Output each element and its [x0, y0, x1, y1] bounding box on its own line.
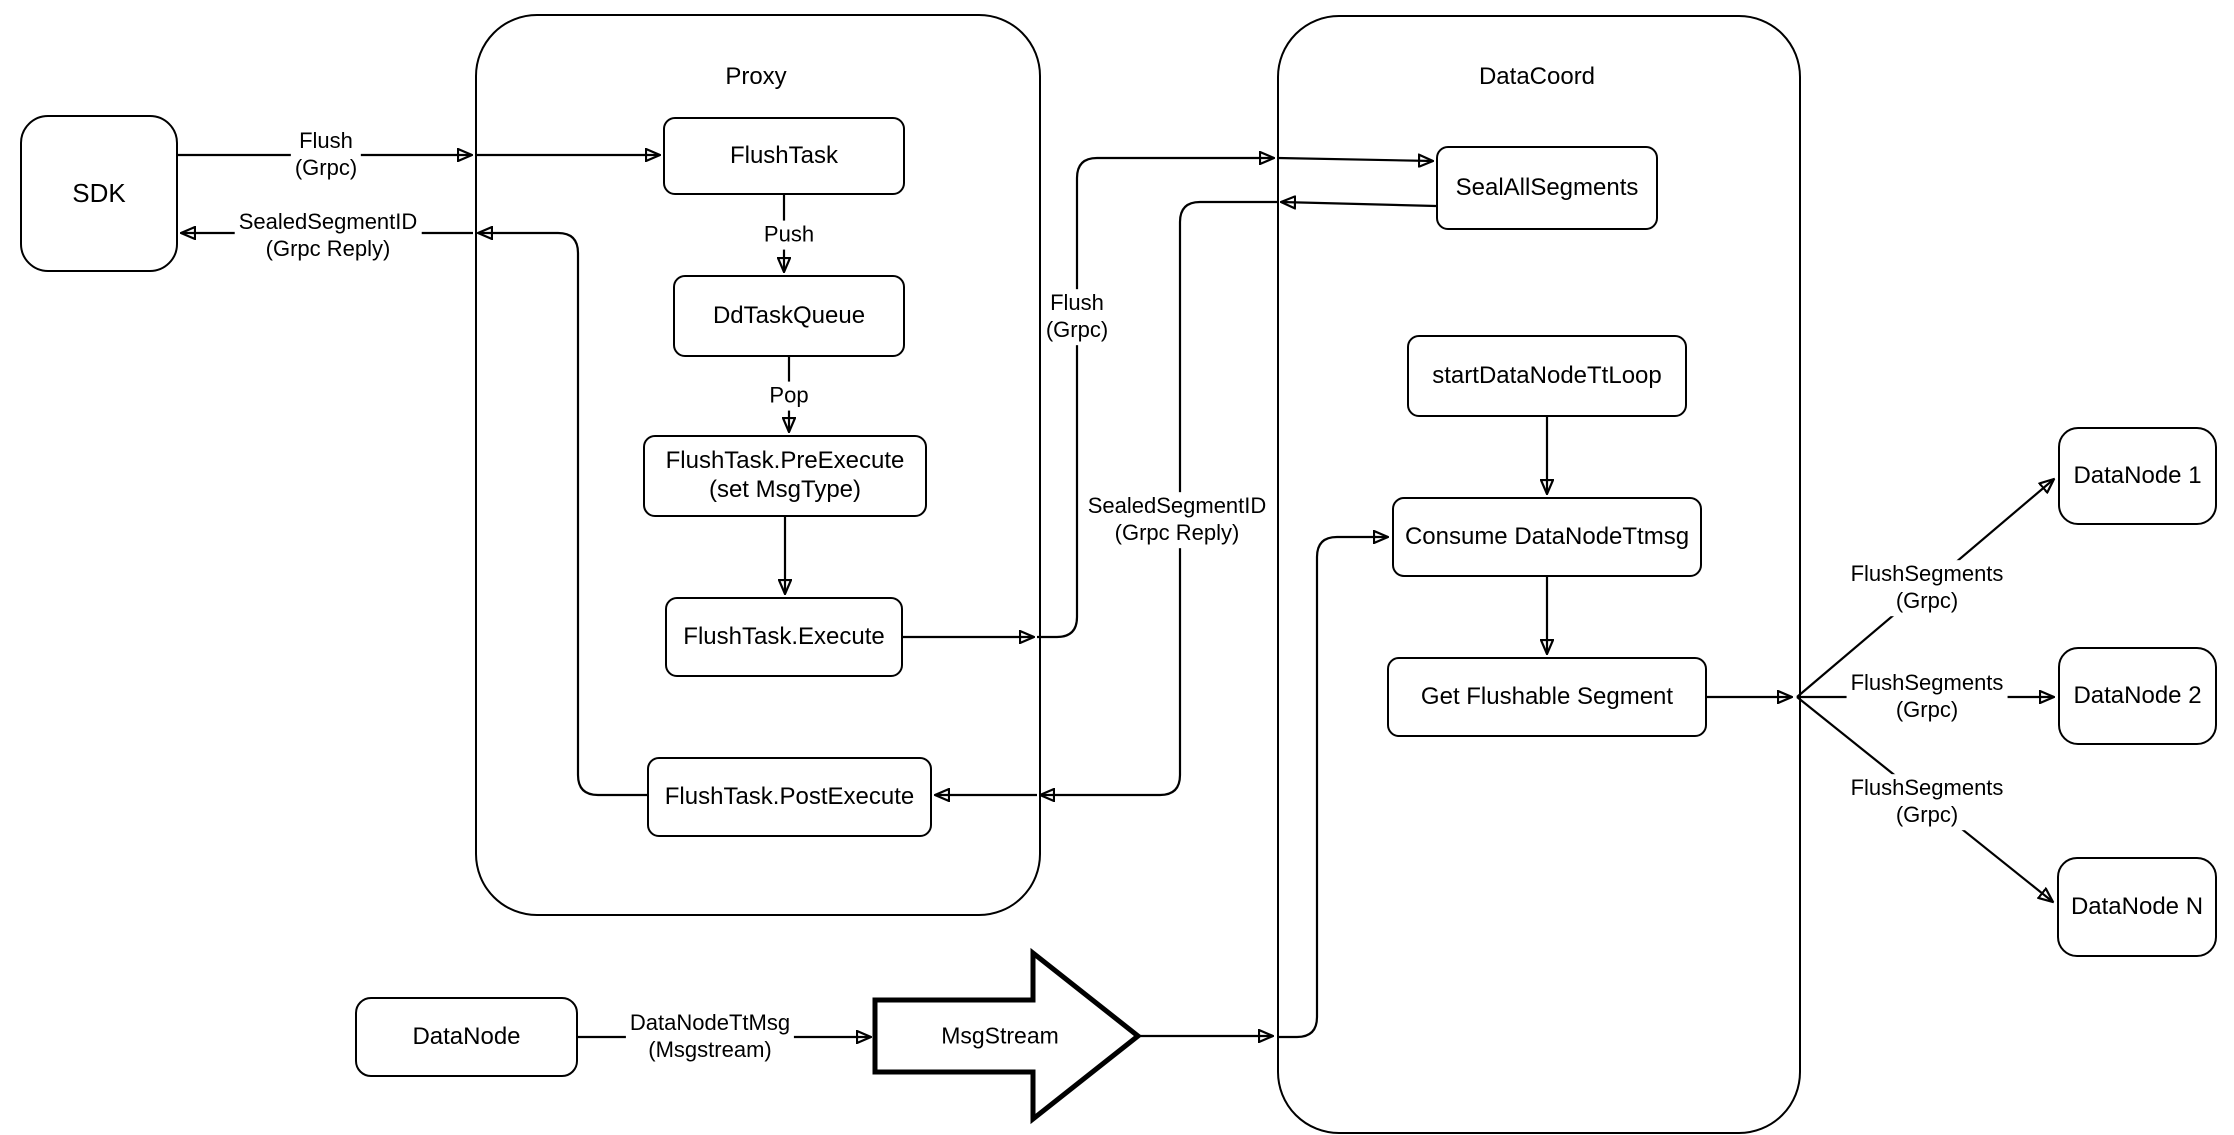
node-label-line1: FlushTask.PreExecute	[665, 447, 905, 475]
edge-label-line2: (Grpc)	[1895, 697, 1959, 722]
datacoord-container	[1277, 15, 1801, 1134]
edge-label-datanodettmsg: DataNodeTtMsg (Msgstream)	[625, 1009, 795, 1065]
node-datanode-2: DataNode 2	[2058, 647, 2217, 745]
msgstream-label: MsgStream	[941, 1022, 1059, 1049]
edge-label-line2: (Grpc Reply)	[265, 236, 391, 261]
edge-proxyedge-up-to-datacoord	[1037, 158, 1274, 639]
edge-label-line2: (Grpc)	[1895, 588, 1959, 613]
proxy-container	[475, 14, 1041, 916]
edge-label-line2: (Grpc Reply)	[1114, 520, 1240, 545]
node-label: Consume DataNodeTtmsg	[1404, 522, 1690, 550]
edge-label-line1: FlushSegments	[1850, 775, 2004, 801]
node-flushtask-execute: FlushTask.Execute	[665, 597, 903, 677]
node-startdatanodettloop: startDataNodeTtLoop	[1407, 335, 1687, 417]
node-label: SDK	[72, 177, 126, 208]
node-label: FlushTask.Execute	[683, 622, 885, 650]
node-label: DataNode 2	[2073, 681, 2202, 709]
node-label-line2: (set MsgType)	[708, 476, 862, 503]
edge-label-line1: Flush	[1050, 290, 1104, 316]
edge-datacoordedge-up-to-consume	[1277, 537, 1388, 1039]
edge-label-flushsegments-1: FlushSegments (Grpc)	[1846, 560, 2008, 616]
edge-sealall-to-datacoordedge	[1281, 202, 1437, 206]
edge-label-line1: Pop	[769, 382, 809, 408]
edge-datacoordedge-to-sealall	[1277, 158, 1433, 161]
edge-label-flush-mid: Flush (Grpc)	[1041, 289, 1113, 345]
edge-label-line1: SealedSegmentID	[1087, 493, 1267, 519]
edge-label-flushsegments-2: FlushSegments (Grpc)	[1846, 669, 2008, 725]
edge-label-sealedsegmentid-mid: SealedSegmentID (Grpc Reply)	[1083, 492, 1271, 548]
edge-label-line2: (Grpc)	[1895, 802, 1959, 827]
proxy-title: Proxy	[725, 63, 787, 90]
node-sealallsegments: SealAllSegments	[1436, 146, 1658, 230]
edge-label-line1: FlushSegments	[1850, 670, 2004, 696]
edge-label-flush-sdk: Flush (Grpc)	[290, 127, 362, 183]
node-ddtaskqueue: DdTaskQueue	[673, 275, 905, 357]
edge-label-sealedsegmentid-sdk: SealedSegmentID (Grpc Reply)	[234, 208, 422, 264]
node-label: DataNode 1	[2073, 461, 2202, 489]
node-datanode-n: DataNode N	[2057, 857, 2217, 957]
edge-postexecute-to-proxyedge	[478, 233, 647, 797]
edge-label-pop: Pop	[765, 381, 813, 411]
node-label: DataNode	[412, 1022, 521, 1050]
node-datanode-source: DataNode	[355, 997, 578, 1077]
node-label: startDataNodeTtLoop	[1432, 361, 1662, 389]
edge-label-flushsegments-3: FlushSegments (Grpc)	[1846, 774, 2008, 830]
node-label: DataNode N	[2070, 892, 2204, 920]
node-consume-datanodettmsg: Consume DataNodeTtmsg	[1392, 497, 1702, 577]
edge-label-line1: SealedSegmentID	[238, 209, 418, 235]
datacoord-title: DataCoord	[1478, 63, 1596, 90]
node-label: FlushTask	[729, 141, 839, 169]
edge-label-line1: DataNodeTtMsg	[629, 1010, 791, 1036]
node-label: DdTaskQueue	[712, 301, 866, 329]
msgstream-shape	[872, 947, 1143, 1125]
node-label: SealAllSegments	[1455, 173, 1639, 201]
edge-label-line1: Flush	[299, 128, 353, 154]
node-label: FlushTask.PostExecute	[664, 782, 915, 810]
node-sdk: SDK	[20, 115, 178, 272]
edge-label-line2: (Msgstream)	[648, 1037, 772, 1062]
node-flushtask: FlushTask	[663, 117, 905, 195]
node-datanode-1: DataNode 1	[2058, 427, 2217, 525]
edge-label-line1: Push	[763, 221, 815, 247]
node-get-flushable-segment: Get Flushable Segment	[1387, 657, 1707, 737]
edge-label-line2: (Grpc)	[1045, 317, 1109, 342]
edge-label-line1: FlushSegments	[1850, 561, 2004, 587]
node-flushtask-postexecute: FlushTask.PostExecute	[647, 757, 932, 837]
edge-label-line2: (Grpc)	[294, 155, 358, 180]
node-flushtask-preexecute: FlushTask.PreExecute (set MsgType)	[643, 435, 927, 517]
node-label: Get Flushable Segment	[1420, 682, 1674, 710]
edge-label-push: Push	[759, 220, 819, 250]
